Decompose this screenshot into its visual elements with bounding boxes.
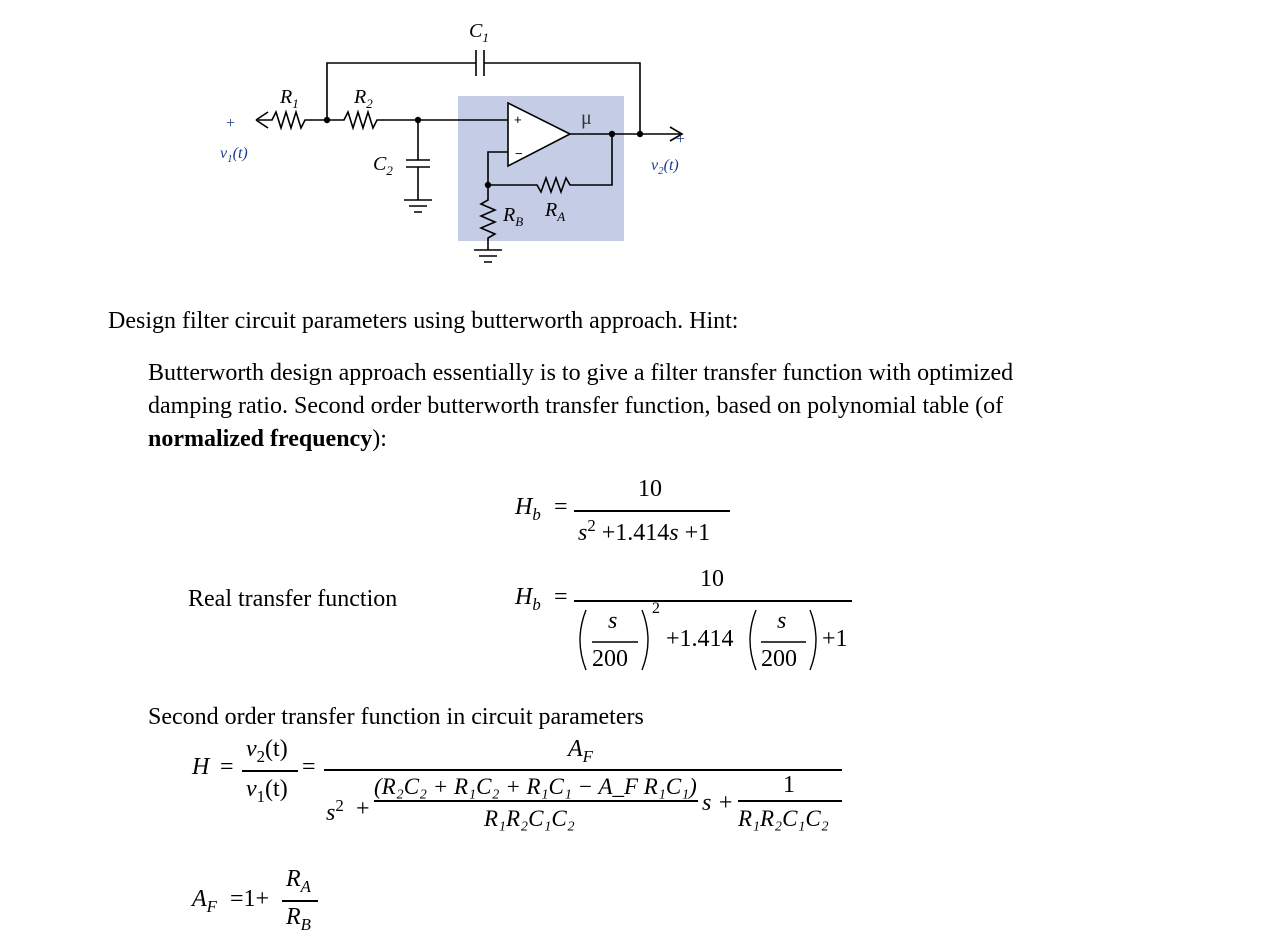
resistor-ra (488, 134, 613, 195)
ground-c2 (404, 199, 432, 213)
label-rb: RB (502, 204, 523, 229)
ground-rb (474, 249, 502, 263)
hint-line-3: normalized frequency): (148, 426, 387, 452)
constant-denominator: R₁R₂C₁C₂ (738, 806, 829, 831)
hint-line-2: damping ratio. Second order butterworth … (148, 393, 1004, 419)
circuit-diagram: C1 R1 R2 C2 μ + − RB RA v1(t) v2(t) + + (220, 20, 685, 263)
label-v2: v2(t) (651, 157, 679, 177)
label-ra: RA (544, 199, 565, 224)
capacitor-c1 (475, 50, 485, 76)
label-c2: C2 (373, 153, 393, 178)
coefficient-denominator: R₁R₂C₁C₂ (484, 806, 575, 831)
coefficient-numerator: (R₂C₂ + R₁C₂ + R₁C₁ − A_F R₁C₁) (374, 774, 697, 799)
bold-normalized-frequency: normalized frequency (148, 426, 373, 452)
resistor-r2 (327, 109, 418, 131)
label-minus-input: − (515, 146, 523, 161)
heading: Design filter circuit parameters using b… (108, 308, 739, 334)
hb2-denominator-parens (579, 609, 817, 671)
capacitor-c2 (406, 159, 430, 168)
label-output-plus: + (676, 131, 685, 148)
hb1-numerator: 10 (638, 476, 662, 502)
resistor-r1 (258, 109, 327, 131)
real-tf-label: Real transfer function (188, 586, 398, 612)
resistor-rb (478, 185, 498, 250)
opamp-triangle (507, 101, 572, 168)
label-v1: v1(t) (220, 145, 248, 165)
hb2-numerator: 10 (700, 566, 724, 592)
label-mu: μ (581, 107, 592, 129)
label-r2: R2 (353, 86, 373, 111)
opamp-box (458, 96, 624, 241)
hb1-denominator: s2 +1.414s +1 (578, 516, 711, 547)
label-c1: C1 (469, 20, 489, 45)
label-plus-input: + (514, 112, 522, 127)
label-input-plus: + (226, 115, 235, 132)
hint-line-1: Butterworth design approach essentially … (148, 360, 1014, 386)
label-r1: R1 (279, 86, 299, 111)
second-order-label: Second order transfer function in circui… (148, 704, 644, 730)
